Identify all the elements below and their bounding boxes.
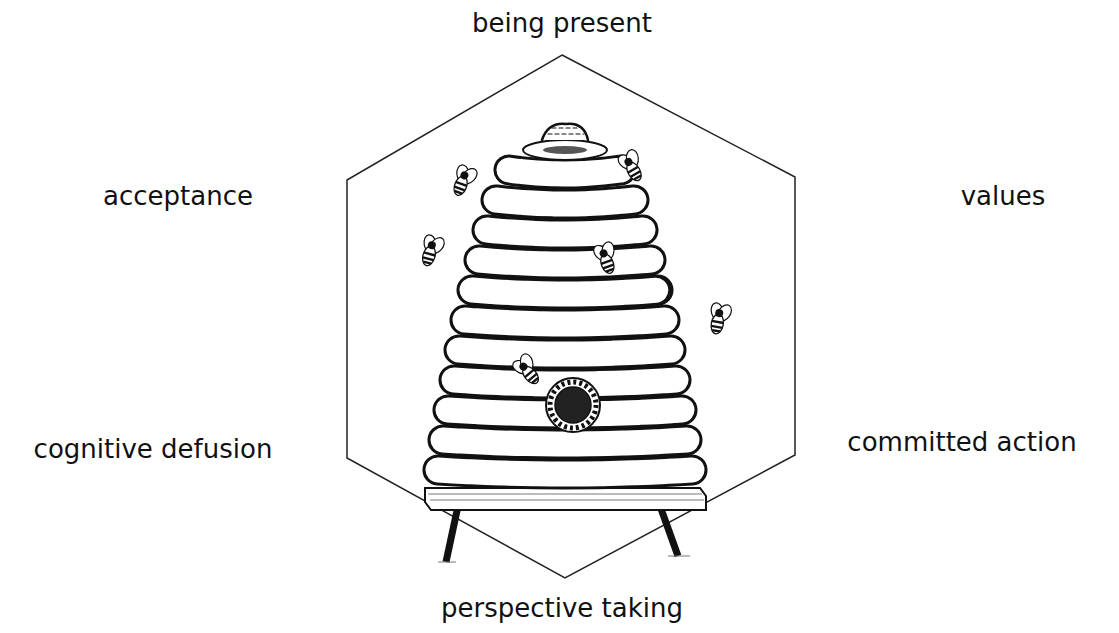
process-label: cognitive defusion xyxy=(34,434,273,465)
process-label: perspective taking xyxy=(441,593,683,624)
bee xyxy=(416,231,449,269)
bee xyxy=(447,161,482,200)
process-label: committed action xyxy=(847,427,1076,458)
process-label: being present xyxy=(472,8,652,39)
bee xyxy=(613,145,651,186)
hive-stand xyxy=(425,488,706,562)
process-label: values xyxy=(961,181,1046,212)
hive-entrance xyxy=(546,378,600,432)
bee xyxy=(704,300,735,337)
beehive-skep xyxy=(438,124,692,474)
bee xyxy=(589,238,624,277)
hexagon-outline xyxy=(347,55,795,578)
process-label: acceptance xyxy=(103,181,253,212)
bee xyxy=(507,349,548,390)
